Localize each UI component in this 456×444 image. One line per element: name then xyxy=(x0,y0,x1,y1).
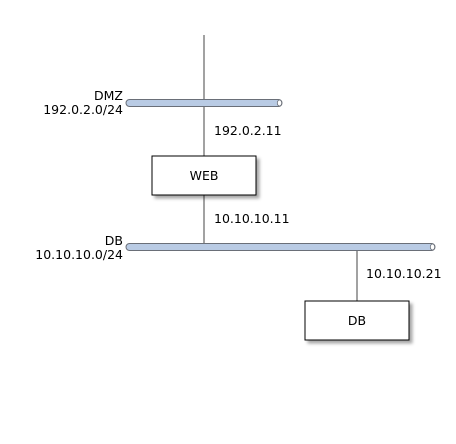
address-web-db: 10.10.10.11 xyxy=(214,211,290,226)
node-label-web: WEB xyxy=(190,168,219,183)
address-web-dmz: 192.0.2.11 xyxy=(214,123,282,138)
node-label-db: DB xyxy=(348,313,366,328)
network-address-db: 10.10.10.0/24 xyxy=(35,247,123,262)
network-bar-dmz xyxy=(125,99,283,107)
network-name-db: DB xyxy=(105,233,123,248)
network-address-dmz: 192.0.2.0/24 xyxy=(43,102,123,117)
network-name-dmz: DMZ xyxy=(94,88,123,103)
network-bar-db xyxy=(125,243,436,251)
address-db-db: 10.10.10.21 xyxy=(366,266,442,281)
node-db[interactable]: DB xyxy=(304,300,410,341)
node-web[interactable]: WEB xyxy=(151,155,257,196)
